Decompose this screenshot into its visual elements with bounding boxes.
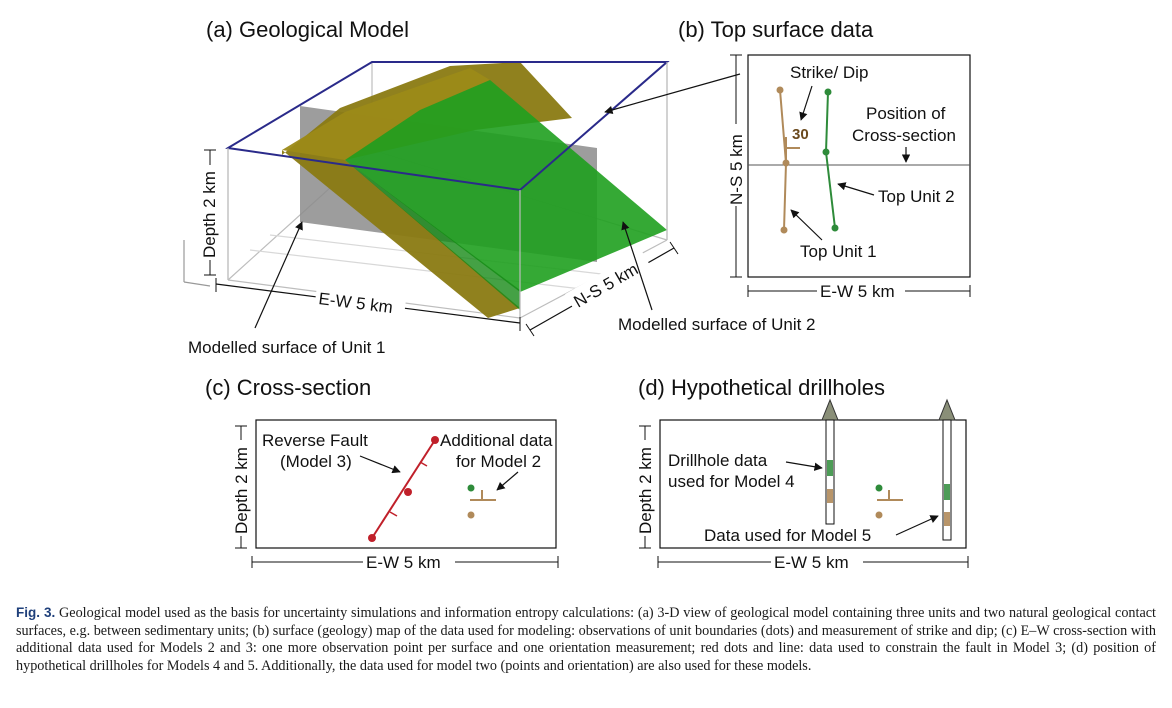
additional-arrow — [496, 471, 519, 491]
additional-label-1: Additional data — [440, 431, 553, 450]
fault-label-2: (Model 3) — [280, 452, 352, 471]
dip-value: 30 — [792, 126, 809, 143]
panel-c-depth-label: Depth 2 km — [232, 447, 251, 534]
panel-c: (c) Cross-section Reverse Fault (Model 3… — [205, 375, 559, 572]
panel-a-title: (a) Geological Model — [206, 17, 409, 42]
model5-arrow — [895, 515, 939, 536]
panel-a-depth-axis: Depth 2 km — [200, 149, 220, 276]
strike-arrow — [799, 85, 813, 121]
panel-d-title: (d) Hypothetical drillholes — [638, 375, 885, 400]
panel-a-ew-axis: E-W 5 km — [215, 278, 521, 331]
drillhole-arrow — [785, 461, 823, 471]
fault-label-1: Reverse Fault — [262, 431, 368, 450]
strike-label: Strike/ Dip — [790, 63, 868, 82]
drillhole-1-marker — [821, 398, 839, 421]
drillhole-2 — [942, 419, 952, 541]
fault-point — [368, 534, 376, 542]
unit2-surface — [345, 80, 667, 292]
unit1-surface-top — [282, 68, 490, 160]
figure-graphics: (a) Geological Model — [183, 17, 971, 572]
model2-point-unit1 — [875, 511, 883, 519]
drillhole-2-unit1 — [944, 512, 950, 526]
top-unit2-point — [824, 88, 832, 96]
figure-caption: Fig. 3. Geological model used as the bas… — [16, 604, 1156, 675]
panel-a: (a) Geological Model — [183, 17, 816, 357]
caption-text: Geological model used as the basis for u… — [16, 605, 1156, 674]
additional-orientation — [470, 490, 496, 501]
drillhole-label-1: Drillhole data — [668, 451, 768, 470]
unit1-label: Modelled surface of Unit 1 — [188, 338, 386, 357]
top-unit2-label: Top Unit 2 — [878, 187, 955, 206]
panel-d-depth-label: Depth 2 km — [636, 447, 655, 534]
top-unit2-point — [831, 224, 839, 232]
panel-b-title: (b) Top surface data — [678, 17, 874, 42]
fault-point — [431, 436, 439, 444]
panel-b-ns-label: N-S 5 km — [727, 134, 746, 205]
model2-point-unit2 — [875, 484, 883, 492]
panel-a-depth-label: Depth 2 km — [200, 171, 219, 258]
drillhole-1-unit2 — [827, 460, 833, 476]
panel-d-ew-label: E-W 5 km — [774, 553, 849, 572]
axis-triad — [183, 240, 211, 287]
unit1-arrow — [254, 221, 303, 329]
fault-point — [404, 488, 412, 496]
drillhole-2-unit2 — [944, 484, 950, 500]
top-surface-arrow — [604, 73, 741, 114]
model5-label: Data used for Model 5 — [704, 526, 871, 545]
drillhole-label-2: used for Model 4 — [668, 472, 795, 491]
top-unit1-point — [780, 226, 788, 234]
top-unit1-arrow — [790, 209, 823, 241]
top-unit2-arrow — [837, 182, 875, 196]
fault-ticks — [389, 461, 428, 517]
drillhole-2-marker — [938, 398, 956, 421]
top-unit1-point — [782, 159, 790, 167]
unit2-front — [345, 160, 520, 310]
panel-b-ew-label: E-W 5 km — [820, 282, 895, 301]
unit2-label: Modelled surface of Unit 2 — [618, 315, 816, 334]
additional-point-unit2 — [467, 484, 475, 492]
top-unit1-point — [776, 86, 784, 94]
panel-c-title: (c) Cross-section — [205, 375, 371, 400]
fault-line — [371, 439, 436, 539]
unit2-arrow — [621, 221, 653, 311]
section-label-1: Position of — [866, 104, 946, 123]
fault-arrow — [359, 455, 401, 474]
panel-c-ew-label: E-W 5 km — [366, 553, 441, 572]
figure-number: Fig. 3. — [16, 605, 56, 620]
model2-orientation — [877, 490, 903, 501]
additional-point-unit1 — [467, 511, 475, 519]
additional-label-2: for Model 2 — [456, 452, 541, 471]
top-unit2-point — [822, 148, 830, 156]
top-unit1-label: Top Unit 1 — [800, 242, 877, 261]
strike-dip-symbol — [785, 137, 800, 160]
drillhole-1-unit1 — [827, 489, 833, 503]
panel-b: (b) Top surface data 30 Strike/ Dip Posi… — [678, 17, 971, 301]
section-label-2: Cross-section — [852, 126, 956, 145]
panel-d: (d) Hypothetical drillholes Drillhole da… — [635, 375, 969, 572]
